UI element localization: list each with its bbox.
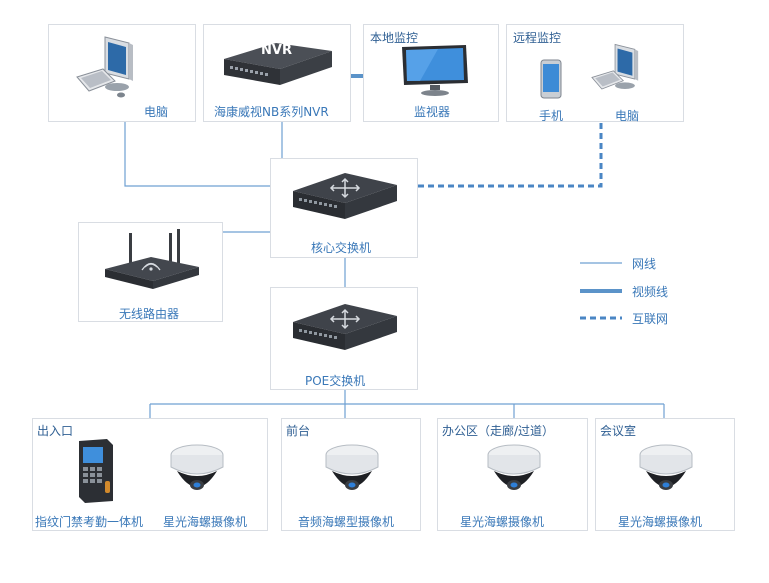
router-label: 无线路由器 [119,307,180,321]
meeting-device-label: 星光海螺摄像机 [618,515,703,529]
zone-front-desk[interactable]: 前台 音频海螺型摄像机 [281,418,421,531]
network-switch-icon [293,304,397,350]
phone-label: 手机 [539,109,564,123]
legend-video-label: 视频线 [632,285,669,299]
pc-remote-label: 电脑 [615,109,640,123]
node-core-switch[interactable]: 核心交换机 [270,158,418,258]
dome-camera-icon [487,444,541,490]
poe-switch-label: POE交换机 [305,374,366,388]
front-desk-device-label: 音频海螺型摄像机 [298,515,395,529]
dome-camera-icon [639,444,693,490]
zone-meeting-title: 会议室 [600,424,637,438]
entrance-device-a-label: 指纹门禁考勤一体机 [35,515,144,529]
zone-entrance[interactable]: 出入口 指纹门禁考勤一体机 星光海螺摄像机 [32,418,268,531]
legend-internet-label: 互联网 [632,312,669,326]
zone-entrance-title: 出入口 [37,424,74,438]
pc-left-label: 电脑 [144,105,169,119]
zone-office[interactable]: 办公区（走廊/过道） 星光海螺摄像机 [437,418,588,531]
line-core-to-remote [418,122,603,188]
nvr-badge: NVR [261,43,292,58]
remote-title: 远程监控 [513,31,562,45]
nvr-device-icon [224,43,332,85]
network-switch-icon [293,173,397,219]
zone-meeting[interactable]: 会议室 星光海螺摄像机 [595,418,735,531]
dome-camera-icon [325,444,379,490]
node-pc-left[interactable]: 电脑 [48,24,196,122]
entrance-device-b-label: 星光海螺摄像机 [163,515,248,529]
core-switch-label: 核心交换机 [311,241,372,255]
node-router[interactable]: 无线路由器 [78,222,223,322]
monitor-label: 监视器 [414,105,451,119]
node-nvr[interactable]: NVR 海康威视NB系列NVR [203,24,351,122]
line-pc-to-core [124,122,270,187]
nvr-label: 海康威视NB系列NVR [214,105,329,119]
wireless-router-icon [105,229,199,289]
zone-office-title: 办公区（走廊/过道） [442,424,555,438]
fingerprint-terminal-icon [79,439,113,503]
desktop-pc-icon [76,36,133,98]
office-device-label: 星光海螺摄像机 [460,515,545,529]
legend-network-label: 网线 [632,257,657,271]
local-monitor-title: 本地监控 [370,31,419,45]
node-local-monitor[interactable]: 本地监控 监视器 [363,24,499,122]
node-remote-monitoring[interactable]: 远程监控 手机 电脑 [506,24,684,123]
smartphone-icon [540,59,562,99]
dome-camera-icon [170,444,224,490]
zone-front-desk-title: 前台 [286,424,311,438]
node-poe-switch[interactable]: POE交换机 [270,287,418,390]
desktop-pc-icon [591,43,639,90]
monitor-icon [402,45,468,96]
